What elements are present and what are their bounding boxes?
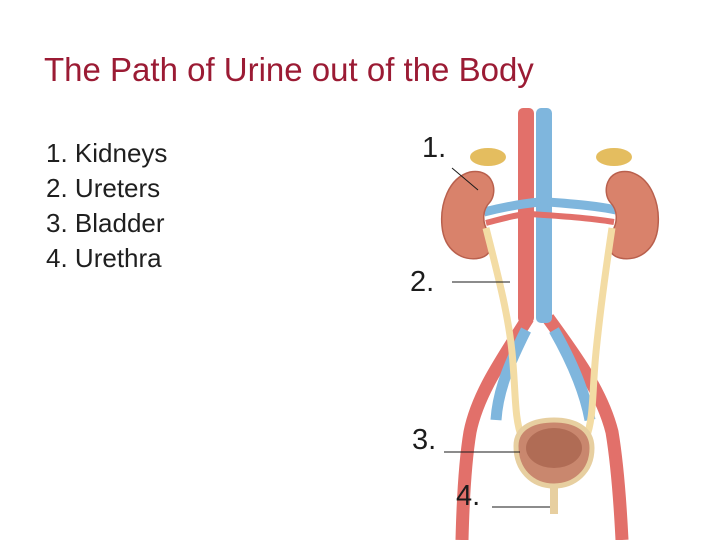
right-ureter bbox=[482, 227, 526, 440]
bladder-interior bbox=[526, 428, 582, 468]
right-renal-artery bbox=[485, 211, 527, 226]
step-number: 2. bbox=[46, 173, 68, 203]
step-label: Bladder bbox=[74, 208, 165, 238]
step-label: Kidneys bbox=[74, 138, 168, 168]
left-ureter bbox=[582, 227, 616, 440]
step-label: Ureters bbox=[74, 173, 161, 203]
right-iliac-artery bbox=[455, 314, 534, 540]
slide-title: The Path of Urine out of the Body bbox=[44, 51, 534, 88]
callout-bladder: 3. bbox=[412, 424, 437, 456]
left-renal-vein bbox=[547, 197, 617, 215]
left-adrenal-gland bbox=[596, 148, 632, 166]
step-ureters: 2. Ureters bbox=[46, 171, 167, 206]
step-number: 1. bbox=[46, 138, 68, 168]
callout-urethra: 4. bbox=[456, 480, 481, 512]
steps-list: 1. Kidneys 2. Ureters 3. Bladder 4. Uret… bbox=[46, 136, 167, 276]
callout-kidney: 1. bbox=[422, 132, 447, 164]
left-kidney bbox=[605, 170, 660, 260]
callout-line-1 bbox=[451, 167, 479, 191]
step-number: 3. bbox=[46, 208, 68, 238]
right-iliac-vein bbox=[490, 327, 531, 421]
left-iliac-vein bbox=[549, 327, 596, 422]
right-adrenal-gland bbox=[470, 148, 506, 166]
step-urethra: 4. Urethra bbox=[46, 241, 167, 276]
step-bladder: 3. Bladder bbox=[46, 206, 167, 241]
left-iliac-artery bbox=[542, 314, 629, 540]
right-renal-vein bbox=[482, 197, 541, 217]
step-kidneys: 1. Kidneys bbox=[46, 136, 167, 171]
urethra bbox=[550, 486, 558, 514]
left-renal-artery bbox=[529, 211, 615, 225]
callout-ureter: 2. bbox=[410, 266, 435, 298]
step-label: Urethra bbox=[74, 243, 162, 273]
step-number: 4. bbox=[46, 243, 68, 273]
